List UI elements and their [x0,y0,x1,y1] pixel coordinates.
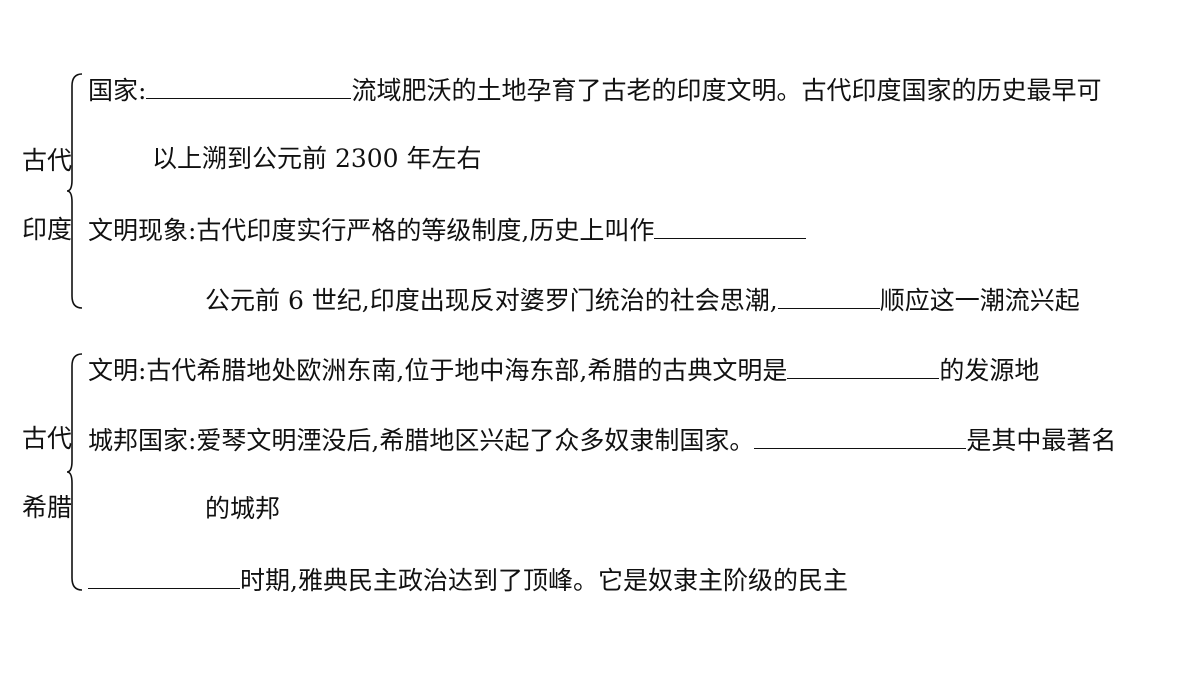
greece-city-suffix: 是其中最著名 [966,426,1117,455]
greece-democracy-line: 时期,雅典民主政治达到了顶峰。它是奴隶主阶级的民主 [88,564,848,596]
india-country-blank[interactable] [146,74,352,99]
india-country-cont: 以上溯到公元前 2300 年左右 [152,144,482,173]
greece-civ-line: 文明:古代希腊地处欧洲东南,位于地中海东部,希腊的古典文明是 的发源地 [88,354,1039,386]
greece-city-prefix: 城邦国家:爱琴文明湮没后,希腊地区兴起了众多奴隶制国家。 [88,426,755,455]
india-country-line: 国家: 流域肥沃的土地孕育了古老的印度文明。古代印度国家的历史最早可 [88,74,1101,106]
india-buddhism-prefix: 公元前 6 世纪,印度出现反对婆罗门统治的社会思潮, [205,286,778,315]
greece-democracy-blank[interactable] [88,564,240,589]
india-caste-blank[interactable] [654,214,807,239]
greece-city-line: 城邦国家:爱琴文明湮没后,希腊地区兴起了众多奴隶制国家。 是其中最著名 [88,424,1116,456]
greece-city-blank[interactable] [754,424,967,449]
india-label-top: 古代 [22,146,73,175]
india-buddhism-line: 公元前 6 世纪,印度出现反对婆罗门统治的社会思潮, 顺应这一潮流兴起 [205,284,1080,316]
india-buddhism-blank[interactable] [777,284,880,309]
india-brace [66,73,83,309]
greece-civ-suffix: 的发源地 [939,356,1040,385]
greece-civ-blank[interactable] [787,354,940,379]
greece-label-bottom: 希腊 [22,493,73,522]
india-country-suffix: 流域肥沃的土地孕育了古老的印度文明。古代印度国家的历史最早可 [351,76,1102,105]
greece-label-top: 古代 [22,424,73,453]
greece-democracy-suffix: 时期,雅典民主政治达到了顶峰。它是奴隶主阶级的民主 [240,566,848,595]
india-phenomenon-line: 文明现象:古代印度实行严格的等级制度,历史上叫作 [88,214,807,246]
india-phenomenon-prefix: 文明现象:古代印度实行严格的等级制度,历史上叫作 [88,216,655,245]
greece-civ-prefix: 文明:古代希腊地处欧洲东南,位于地中海东部,希腊的古典文明是 [88,356,788,385]
greece-city-cont: 的城邦 [205,494,281,523]
greece-brace [66,353,83,591]
india-buddhism-suffix: 顺应这一潮流兴起 [879,286,1080,315]
india-country-prefix: 国家: [88,76,147,105]
india-label-bottom: 印度 [22,215,73,244]
